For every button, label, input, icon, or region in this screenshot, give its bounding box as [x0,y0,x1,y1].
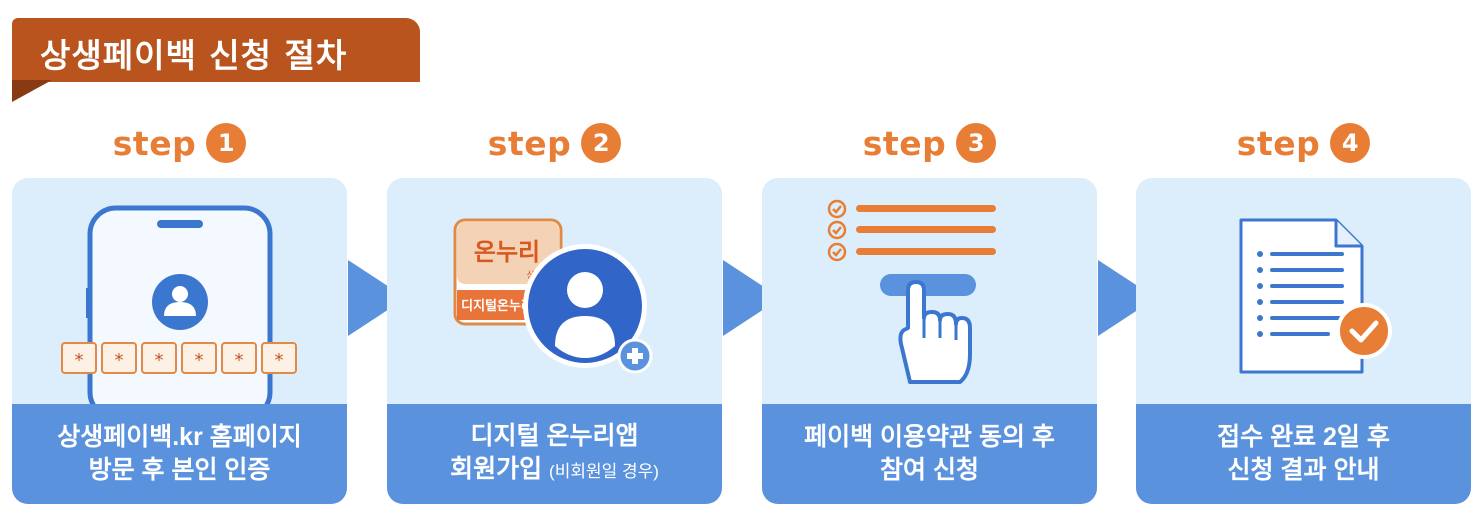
title-banner [12,18,420,82]
step-desc-line2: 회원가입 [450,455,543,483]
step-3-card: 페이백 이용약관 동의 후 참여 신청 [762,178,1097,504]
step-1-description: 상생페이백.kr 홈페이지 방문 후 본인 인증 [12,404,347,504]
step-4-description: 접수 완료 2일 후 신청 결과 안내 [1136,404,1471,504]
password-char: * [155,350,164,371]
step-label: step [1236,123,1321,163]
step-number-badge: 3 [956,123,997,163]
banner-fold [12,80,52,102]
password-char: * [235,350,244,371]
onnuri-logo-text: 온누리 [474,238,540,266]
step-desc-line2: 신청 결과 안내 [1227,456,1380,484]
step-desc-line1: 상생페이백.kr 홈페이지 [57,423,302,451]
step-4-card: 접수 완료 2일 후 신청 결과 안내 [1136,178,1471,504]
password-char: * [275,350,284,371]
checklist-tap-icon [827,199,996,384]
step-desc-line2: 참여 신청 [880,456,979,484]
step-2-heading: step 2 [387,122,722,164]
password-char: * [115,350,124,371]
step-2-description: 디지털 온누리앱 회원가입 (비회원일 경우) [387,404,722,504]
step-4-heading: step 4 [1136,122,1471,164]
password-char: * [195,350,204,371]
phone-login-icon: * * * * * * [61,205,297,404]
step-desc-note: (비회원일 경우) [549,462,659,481]
step-desc-line1: 디지털 온누리앱 [470,422,639,450]
document-check-icon [1239,218,1392,374]
step-label: step [862,123,947,163]
step-desc-line1: 페이백 이용약관 동의 후 [804,423,1055,451]
step-number-badge: 2 [581,123,622,163]
step-1-heading: step 1 [12,122,347,164]
step-desc-line1: 접수 완료 2일 후 [1217,423,1390,451]
step-desc-line2-wrap: 회원가입 (비회원일 경우) [450,453,659,488]
page-title: 상생페이백 신청 절차 [40,36,348,75]
step-label: step [487,123,572,163]
password-char: * [75,350,84,371]
onnuri-logo-tag: 디지털온누리 [461,298,533,314]
step-label: step [112,123,197,163]
onnuri-signup-icon: 온누리 상품권 디지털온누리 [453,218,653,374]
step-number-badge: 4 [1330,123,1371,163]
step-number-badge: 1 [206,123,247,163]
step-3-description: 페이백 이용약관 동의 후 참여 신청 [762,404,1097,504]
step-2-card: 온누리 상품권 디지털온누리 디지털 온누리앱 회원가입 (비회원일 경우) [387,178,722,504]
step-3-heading: step 3 [762,122,1097,164]
step-1-card: * * * * * * 상생페이백.kr 홈페이지 방문 후 본인 인증 [12,178,347,504]
step-desc-line2: 방문 후 본인 인증 [88,456,271,484]
